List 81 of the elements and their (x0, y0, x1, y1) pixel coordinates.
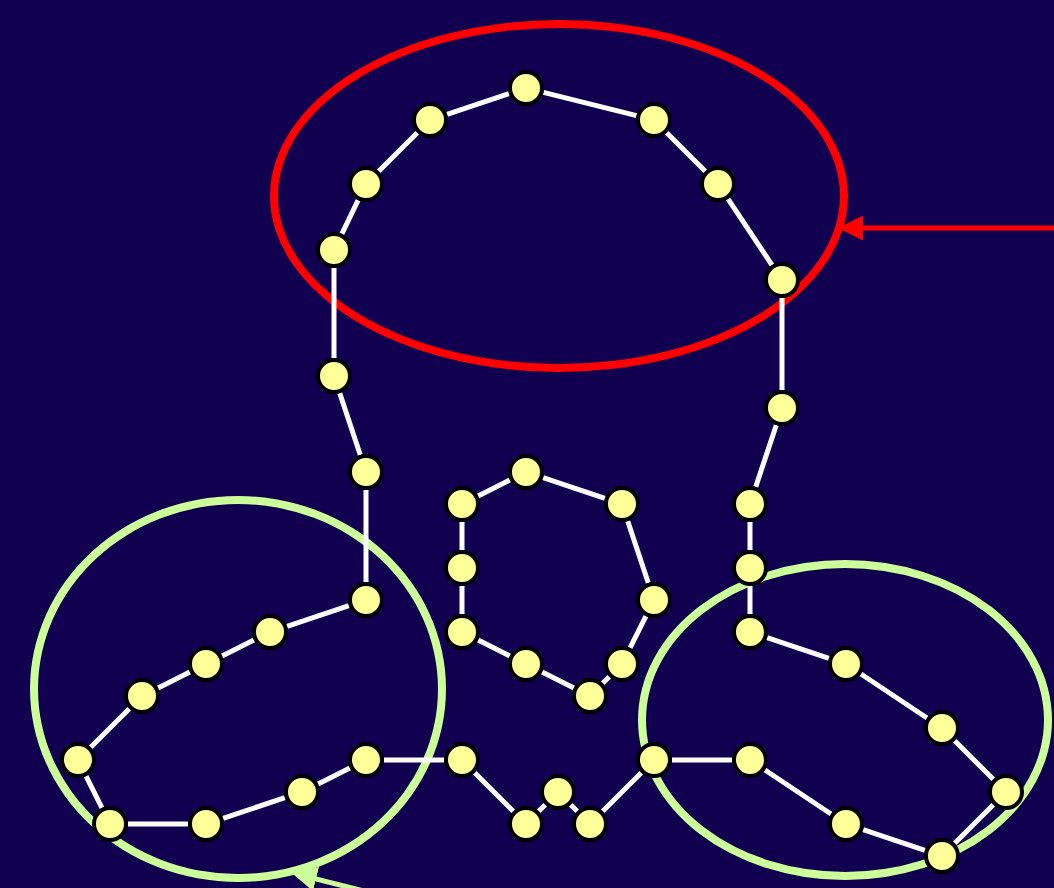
graph-vertex (60, 742, 96, 778)
connector-line (541, 669, 575, 691)
graph-vertex (348, 742, 384, 778)
graph-vertex (348, 582, 384, 618)
graph-vertex (348, 166, 384, 202)
graph-vertex (508, 806, 544, 842)
connector-line (337, 392, 363, 456)
highlight-ellipse (270, 20, 848, 372)
graph-vertex (924, 710, 960, 746)
connector-line (664, 130, 708, 174)
graph-vertex (444, 550, 480, 586)
connector-line (859, 671, 929, 721)
arrow (838, 215, 1054, 241)
connector-line (672, 757, 732, 763)
graph-vertex (732, 486, 768, 522)
graph-vertex (700, 166, 736, 202)
graph-vertex (572, 678, 608, 714)
graph-vertex (764, 262, 800, 298)
graph-vertex (732, 742, 768, 778)
graph-vertex (604, 646, 640, 682)
connector-line (339, 199, 361, 235)
connector-line (625, 520, 651, 584)
connector-line (952, 738, 996, 782)
connector-line (747, 586, 753, 614)
graph-vertex (508, 70, 544, 106)
connector-line (472, 770, 516, 814)
connector-line (542, 89, 638, 119)
connector-line (446, 91, 510, 117)
graph-vertex (444, 742, 480, 778)
connector-line (157, 669, 191, 691)
graph-vertex (604, 486, 640, 522)
connector-line (542, 475, 606, 501)
connector-line (88, 706, 132, 750)
graph-vertex (188, 646, 224, 682)
graph-vertex (92, 806, 128, 842)
graph-vertex (828, 646, 864, 682)
connector-line (952, 802, 996, 846)
connector-line (331, 268, 337, 358)
graph-vertex (540, 774, 576, 810)
connector-line (477, 637, 511, 659)
connector-line (753, 424, 779, 488)
connector-line (477, 477, 511, 499)
connector-line (221, 637, 255, 659)
graph-vertex (636, 102, 672, 138)
graph-vertex (316, 358, 352, 394)
connector-line (459, 522, 465, 550)
graph-vertex (412, 102, 448, 138)
connector-line (376, 130, 420, 174)
connector-line (747, 522, 753, 550)
connector-line (862, 827, 926, 853)
connector-line (763, 767, 833, 817)
connector-line (286, 603, 350, 629)
connector-line (627, 615, 649, 649)
graph-vertex (508, 646, 544, 682)
connector-line (128, 821, 188, 827)
connector-line (766, 635, 830, 661)
graph-vertex (988, 774, 1024, 810)
graph-vertex (124, 678, 160, 714)
connector-line (363, 490, 369, 582)
graph-vertex (732, 614, 768, 650)
graph-vertex (444, 486, 480, 522)
graph-vertex (508, 454, 544, 490)
connector-line (83, 775, 105, 809)
highlight-ellipse (30, 496, 446, 882)
connector-line (725, 197, 775, 267)
graph-vertex (764, 390, 800, 426)
graph-vertex (348, 454, 384, 490)
graph-vertex (284, 774, 320, 810)
connector-line (600, 770, 644, 814)
graph-vertex (828, 806, 864, 842)
graph-vertex (444, 614, 480, 650)
graph-vertex (316, 232, 352, 268)
connector-line (384, 757, 444, 763)
graph-vertex (732, 550, 768, 586)
connector-line (317, 765, 351, 787)
graph-vertex (572, 806, 608, 842)
graph-vertex (252, 614, 288, 650)
graph-vertex (188, 806, 224, 842)
connector-line (779, 298, 785, 390)
connector-line (459, 586, 465, 614)
connector-line (222, 795, 286, 821)
